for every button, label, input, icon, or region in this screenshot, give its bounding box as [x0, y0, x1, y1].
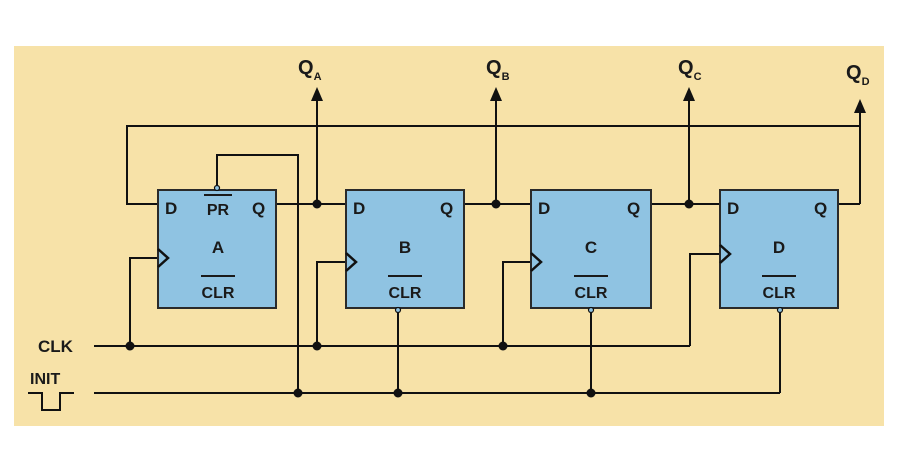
output-arrow-icon — [854, 99, 866, 113]
flipflop-a-q-label: Q — [252, 199, 265, 218]
junction-dot — [312, 199, 322, 209]
junction-dot — [586, 388, 596, 398]
preset-wire — [216, 154, 299, 393]
flipflop-c-q-label: Q — [627, 199, 640, 218]
clock-edge-icon — [345, 252, 358, 272]
junction-dot — [684, 199, 694, 209]
junction-dot — [125, 341, 135, 351]
clk-branch-d — [689, 253, 720, 346]
flipflop-a-name: A — [212, 238, 224, 257]
clock-edge-icon — [719, 244, 732, 264]
flipflop-b-clr-label: CLR — [389, 285, 422, 302]
junction-dot — [312, 341, 322, 351]
flipflop-b-d-label: D — [353, 199, 365, 218]
flipflop-c-box — [530, 189, 652, 309]
flipflop-d-q-label: Q — [814, 199, 827, 218]
output-arrow-icon — [311, 87, 323, 101]
flipflop-a-d-label: D — [165, 199, 177, 218]
flipflop-b-box — [345, 189, 465, 309]
junction-dot — [393, 388, 403, 398]
flipflop-b-name: B — [399, 238, 411, 257]
junction-dot — [498, 341, 508, 351]
pr-input-bubble — [213, 184, 221, 192]
output-arrow-icon — [490, 87, 502, 101]
flipflop-d-name: D — [773, 238, 785, 257]
clock-edge-icon — [157, 248, 170, 268]
flipflop-d-box — [719, 189, 839, 309]
flipflop-b: D Q B CLR — [345, 189, 465, 309]
junction-dot — [491, 199, 501, 209]
clr-input-bubble — [394, 306, 402, 314]
flipflop-b-q-label: Q — [440, 199, 453, 218]
flipflop-c-name: C — [585, 238, 597, 257]
flipflop-c-clr-label: CLR — [575, 285, 608, 302]
flipflop-a-clr-label: CLR — [202, 285, 235, 302]
flipflop-a: D Q PR A CLR — [157, 189, 277, 309]
clock-edge-icon — [530, 252, 543, 272]
output-label-qd: QD — [846, 62, 870, 88]
flipflop-a-pr-label: PR — [207, 202, 230, 219]
flipflop-d-clr-label: CLR — [763, 285, 796, 302]
clr-input-bubble — [776, 306, 784, 314]
flipflop-c: D Q C CLR — [530, 189, 652, 309]
flipflop-c-d-label: D — [538, 199, 550, 218]
output-label-qc: QC — [678, 57, 702, 83]
output-label-qb: QB — [486, 57, 510, 83]
clk-label: CLK — [38, 337, 74, 356]
clk-branch-c — [502, 261, 531, 346]
clr-input-bubble — [587, 306, 595, 314]
clk-branch-b — [316, 261, 346, 346]
flipflop-d-d-label: D — [727, 199, 739, 218]
init-pulse-icon — [28, 392, 74, 411]
init-label: INIT — [30, 371, 60, 388]
output-arrow-icon — [683, 87, 695, 101]
clk-branch-a — [129, 257, 158, 346]
junction-dot — [293, 388, 303, 398]
flipflop-d: D Q D CLR — [719, 189, 839, 309]
feedback-wire — [126, 125, 861, 205]
output-label-qa: QA — [298, 57, 322, 83]
flipflop-a-box — [157, 189, 277, 309]
